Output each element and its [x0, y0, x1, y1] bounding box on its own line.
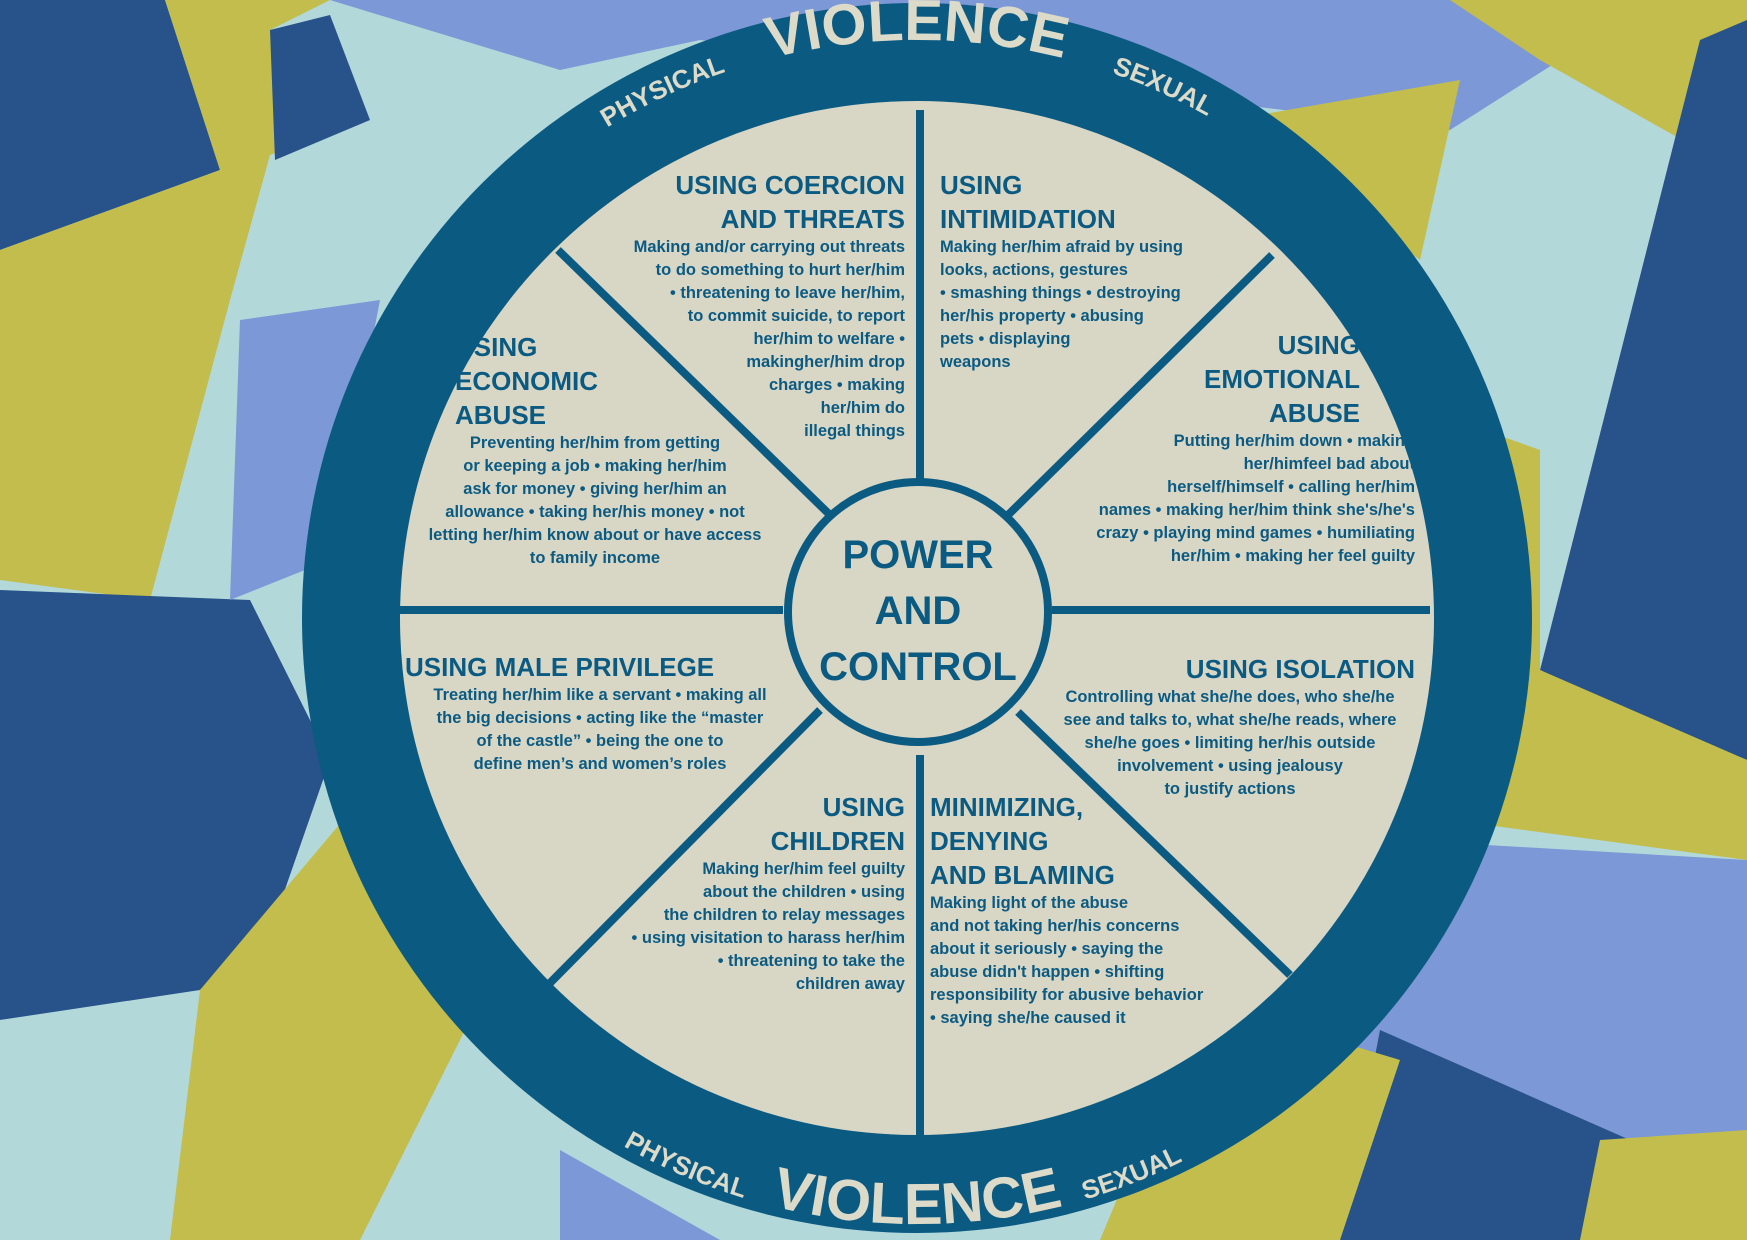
hub-line-3: CONTROL [819, 645, 1017, 689]
wedge-description: Making her/him feel guilty about the chi… [631, 860, 906, 993]
wedge-intimidation: USING INTIMIDATION Making her/him afraid… [940, 168, 1240, 374]
background-shape [1450, 0, 1747, 150]
wedge-minimizing-denying-blaming: MINIMIZING, DENYING AND BLAMING Making l… [930, 790, 1260, 1030]
background-shape [1580, 1130, 1747, 1240]
background-shape [270, 15, 370, 160]
wedge-title: USING MALE PRIVILEGE [405, 652, 715, 682]
wedge-emotional-abuse: USING EMOTIONAL ABUSE Putting her/him do… [1050, 328, 1415, 568]
wedge-male-privilege: USING MALE PRIVILEGE Treating her/him li… [405, 650, 795, 776]
hub-line-2: AND [875, 589, 962, 633]
spoke-top-right [1005, 252, 1275, 518]
wedge-description: Making her/him afraid by using looks, ac… [940, 238, 1183, 371]
wedge-economic-abuse: USING ECONOMIC ABUSE Preventing her/him … [405, 330, 785, 570]
wedge-title: MINIMIZING, DENYING AND BLAMING [930, 792, 1115, 890]
wedge-title: USING EMOTIONAL ABUSE [1204, 330, 1360, 428]
background-shape [230, 300, 380, 600]
wedge-title: USING ECONOMIC ABUSE [455, 332, 598, 430]
wedge-description: Controlling what she/he does, who she/he… [1063, 688, 1397, 798]
wedge-description: Putting her/him down • making her/himfee… [1096, 432, 1415, 565]
wedge-isolation: USING ISOLATION Controlling what she/he … [1045, 652, 1415, 801]
background-shape [0, 590, 330, 1020]
wedge-title: USING COERCION AND THREATS [675, 170, 905, 234]
hub-circle [784, 478, 1052, 746]
wedge-title: USING CHILDREN [770, 792, 905, 856]
background-shape [0, 0, 220, 250]
wedge-description: Treating her/him like a servant • making… [433, 686, 767, 773]
spoke-bottom-right [1015, 709, 1293, 978]
wedge-coercion-threats: USING COERCION AND THREATS Making and/or… [585, 168, 905, 443]
wedge-description: Making and/or carrying out threats to do… [633, 238, 905, 440]
spoke-top-left [555, 247, 833, 518]
background-shape [1230, 80, 1460, 260]
wedge-title: USING ISOLATION [1185, 654, 1415, 684]
spoke-bottom-left [545, 707, 823, 988]
wedge-title: USING INTIMIDATION [940, 170, 1116, 234]
hub-line-1: POWER [842, 533, 993, 577]
wheel-spokes [398, 110, 1430, 1135]
wedge-children: USING CHILDREN Making her/him feel guilt… [595, 790, 906, 996]
background-shape [1340, 1030, 1630, 1240]
background-shape [1540, 20, 1747, 760]
wedge-description: Making light of the abuse and not taking… [930, 894, 1204, 1027]
wedge-description: Preventing her/him from getting or keepi… [428, 434, 762, 567]
background-shape [560, 1150, 720, 1240]
